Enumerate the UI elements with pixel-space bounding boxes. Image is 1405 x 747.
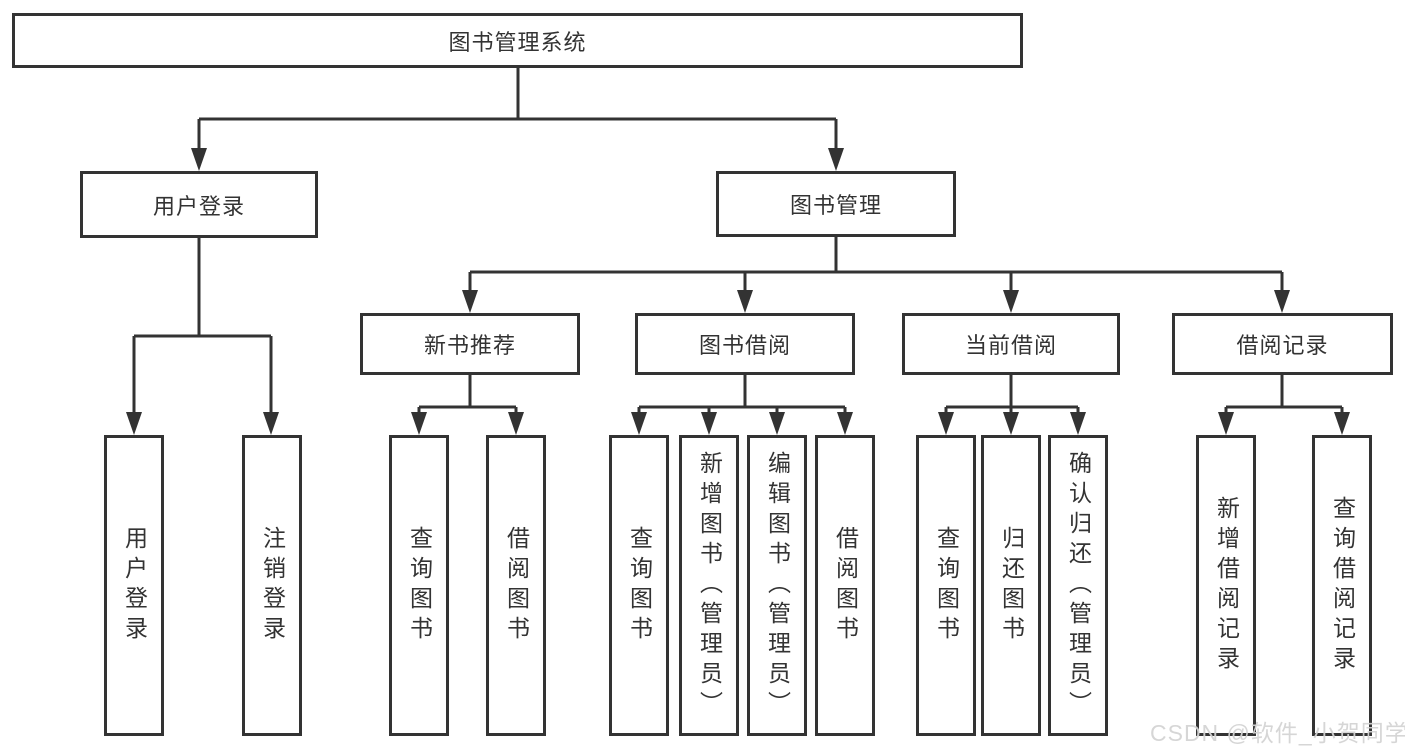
connector-book-mgmt-split <box>468 237 1284 292</box>
csdn-watermark: CSDN @软件_小贺同学 <box>1150 720 1405 746</box>
leaf-edit-books-admin: 编辑图书（管理员） <box>747 435 807 736</box>
leaf-add-borrow-record: 新增借阅记录 <box>1196 435 1256 736</box>
arrow-down-icon <box>769 412 785 435</box>
leaf-user-login: 用户登录 <box>104 435 164 736</box>
leaf-label: 借阅图书 <box>503 525 530 646</box>
arrow-down-icon <box>737 290 753 313</box>
connector-borrow-records-split <box>1224 375 1344 414</box>
leaf-label: 查询图书 <box>933 525 960 646</box>
arrow-down-icon <box>631 412 647 435</box>
leaf-query-books-3: 查询图书 <box>916 435 976 736</box>
arrow-down-icon <box>191 148 207 171</box>
arrow-down-icon <box>701 412 717 435</box>
arrow-down-icon <box>1218 412 1234 435</box>
connector-new-books-split <box>417 375 518 414</box>
node-user-login: 用户登录 <box>80 171 318 238</box>
arrow-down-icon <box>1274 290 1290 313</box>
leaf-label: 借阅图书 <box>832 525 859 646</box>
leaf-label: 确认归还（管理员） <box>1065 450 1092 721</box>
leaf-query-books-2: 查询图书 <box>609 435 669 736</box>
arrow-down-icon <box>263 412 279 435</box>
leaf-label: 注销登录 <box>259 525 286 646</box>
arrow-down-icon <box>1003 290 1019 313</box>
node-new-book-recommend: 新书推荐 <box>360 313 580 375</box>
leaf-label: 归还图书 <box>998 525 1025 646</box>
leaf-label: 查询图书 <box>406 525 433 646</box>
arrow-down-icon <box>508 412 524 435</box>
leaf-return-books: 归还图书 <box>981 435 1041 736</box>
arrow-down-icon <box>1070 412 1086 435</box>
leaf-logout: 注销登录 <box>242 435 302 736</box>
node-borrow-records: 借阅记录 <box>1172 313 1393 375</box>
node-book-borrow: 图书借阅 <box>635 313 855 375</box>
arrow-down-icon <box>1334 412 1350 435</box>
node-current-borrow: 当前借阅 <box>902 313 1120 375</box>
leaf-borrow-books-1: 借阅图书 <box>486 435 546 736</box>
arrow-down-icon <box>462 290 478 313</box>
leaf-label: 新增借阅记录 <box>1213 495 1240 676</box>
leaf-label: 编辑图书（管理员） <box>764 450 791 721</box>
arrow-down-icon <box>828 148 844 171</box>
leaf-borrow-books-2: 借阅图书 <box>815 435 875 736</box>
node-book-management: 图书管理 <box>716 171 956 237</box>
leaf-label: 新增图书（管理员） <box>696 450 723 721</box>
arrow-down-icon <box>938 412 954 435</box>
connector-book-borrow-split <box>637 375 847 414</box>
connector-root-split <box>197 68 838 150</box>
leaf-query-books-1: 查询图书 <box>389 435 449 736</box>
arrow-down-icon <box>837 412 853 435</box>
arrow-down-icon <box>1003 412 1019 435</box>
leaf-query-borrow-record: 查询借阅记录 <box>1312 435 1372 736</box>
node-root-system: 图书管理系统 <box>12 13 1023 68</box>
leaf-label: 查询图书 <box>626 525 653 646</box>
connector-user-login-split <box>132 238 273 414</box>
leaf-label: 查询借阅记录 <box>1329 495 1356 676</box>
arrow-down-icon <box>126 412 142 435</box>
leaf-add-books-admin: 新增图书（管理员） <box>679 435 739 736</box>
arrow-down-icon <box>411 412 427 435</box>
leaf-confirm-return-admin: 确认归还（管理员） <box>1048 435 1108 736</box>
connector-current-borrow-split <box>944 375 1080 414</box>
leaf-label: 用户登录 <box>121 525 148 646</box>
